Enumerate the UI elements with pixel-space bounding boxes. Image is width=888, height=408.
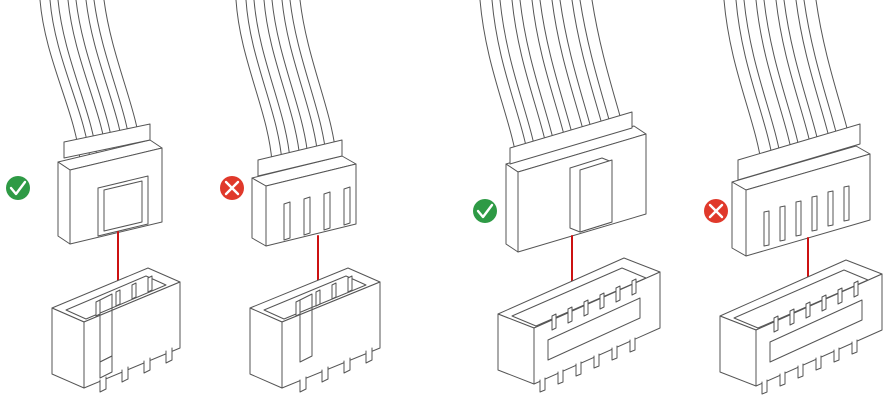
cross-icon	[704, 199, 728, 223]
cable-bundle	[235, 0, 337, 163]
socket-pins	[95, 275, 153, 317]
socket-pins	[773, 280, 859, 333]
plug-housing	[251, 139, 357, 247]
header-socket	[51, 267, 181, 393]
check-icon	[6, 176, 30, 200]
header-socket	[249, 267, 381, 393]
panel-1	[6, 0, 181, 393]
cable-bundle	[39, 0, 142, 161]
socket-legs	[539, 337, 636, 393]
socket-legs	[299, 347, 373, 393]
header-socket	[719, 259, 883, 395]
panel-2	[220, 0, 381, 393]
socket-pins	[551, 278, 637, 331]
plug-housing	[731, 123, 871, 257]
socket-legs	[761, 339, 858, 395]
socket-legs	[99, 347, 173, 393]
plug-housing	[505, 111, 647, 253]
panel-3	[473, 0, 661, 393]
plug-housing	[57, 123, 163, 245]
check-icon	[473, 199, 497, 223]
panel-4	[704, 0, 883, 395]
socket-pins	[295, 275, 353, 317]
header-socket	[497, 257, 661, 393]
cross-icon	[220, 176, 244, 200]
